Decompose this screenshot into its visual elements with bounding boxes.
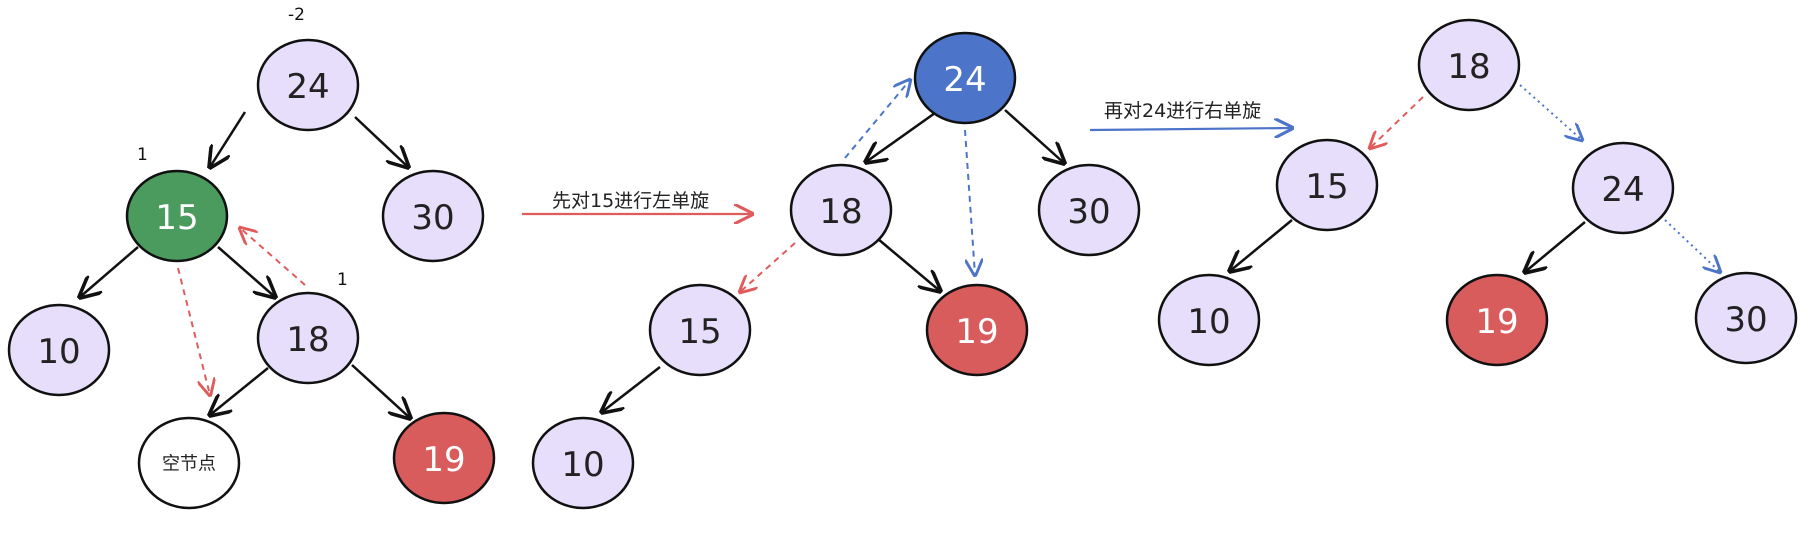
node-24: 24 — [256, 38, 360, 132]
balance-factor-15: 1 — [137, 145, 148, 165]
edge-24-18 — [866, 111, 936, 162]
node-18: 18 — [789, 163, 893, 257]
node-10: 10 — [531, 416, 635, 510]
balance-factor-24: -2 — [288, 5, 305, 25]
edge-15-10 — [80, 246, 139, 297]
node-label: 30 — [1067, 192, 1110, 232]
node-label: 18 — [819, 192, 862, 232]
node-24: 24 — [1571, 141, 1675, 235]
step1-label: 先对15进行左单旋 — [552, 190, 709, 212]
node-label: 空节点 — [162, 454, 216, 475]
node-30: 30 — [1037, 163, 1141, 257]
node-empty: 空节点 — [137, 416, 241, 510]
node-15: 15 — [125, 169, 229, 263]
node-label: 15 — [1305, 167, 1348, 207]
node-19: 19 — [392, 411, 496, 505]
rotation-hint-24-down — [964, 129, 975, 275]
step2-arrow — [1089, 128, 1292, 130]
edge-24-30 — [1664, 219, 1720, 272]
edge-24-30 — [1004, 109, 1064, 163]
edge-18-19 — [351, 364, 410, 418]
edge-24-30 — [354, 116, 408, 167]
node-label: 24 — [943, 60, 986, 100]
edge-18-15 — [1370, 96, 1424, 148]
node-18: 18 — [1417, 18, 1521, 112]
node-label: 18 — [286, 320, 329, 360]
node-label: 19 — [1475, 302, 1518, 342]
step2-transition: 再对24进行右单旋 — [1089, 100, 1292, 130]
edge-24-15 — [210, 111, 247, 167]
edge-15-18 — [217, 246, 275, 297]
node-19: 19 — [1445, 273, 1549, 367]
node-18: 18 — [256, 291, 360, 385]
edge-18-19 — [877, 238, 940, 291]
edge-24-19 — [1525, 221, 1586, 272]
balance-factor-18: 1 — [337, 270, 348, 290]
node-label: 10 — [561, 445, 604, 485]
rotation-hint-18-up — [240, 228, 306, 286]
node-30: 30 — [1694, 271, 1798, 365]
node-15: 15 — [648, 283, 752, 377]
rotation-hint-15-down — [177, 267, 210, 395]
node-10: 10 — [1157, 273, 1261, 367]
node-19: 19 — [925, 283, 1029, 377]
node-label: 24 — [1601, 170, 1644, 210]
edge-18-24 — [1519, 84, 1582, 140]
stage3-tree: 18 15 24 10 19 30 — [1157, 18, 1798, 367]
node-30: 30 — [381, 169, 485, 263]
node-label: 10 — [1187, 302, 1230, 342]
node-24: 24 — [913, 31, 1017, 125]
edge-18-empty — [210, 367, 269, 415]
node-label: 19 — [422, 440, 465, 480]
node-label: 19 — [955, 312, 998, 352]
rotation-hint-18-left — [740, 242, 796, 292]
node-label: 24 — [286, 67, 329, 107]
node-label: 15 — [155, 198, 198, 238]
stage2-tree: 24 18 30 15 19 10 — [531, 31, 1141, 510]
node-label: 18 — [1447, 47, 1490, 87]
node-label: 30 — [1724, 300, 1767, 340]
rotation-hint-18-up — [844, 80, 910, 159]
node-10: 10 — [7, 303, 111, 397]
node-label: 15 — [678, 312, 721, 352]
node-label: 30 — [411, 198, 454, 238]
stage1-tree: 24 -2 15 1 30 10 18 1 空节点 19 — [7, 5, 496, 510]
edge-15-10 — [1230, 219, 1293, 271]
step1-transition: 先对15进行左单旋 — [522, 190, 752, 214]
edge-15-10 — [602, 366, 661, 412]
node-15: 15 — [1275, 138, 1379, 232]
step2-label: 再对24进行右单旋 — [1104, 100, 1261, 122]
node-label: 10 — [37, 332, 80, 372]
